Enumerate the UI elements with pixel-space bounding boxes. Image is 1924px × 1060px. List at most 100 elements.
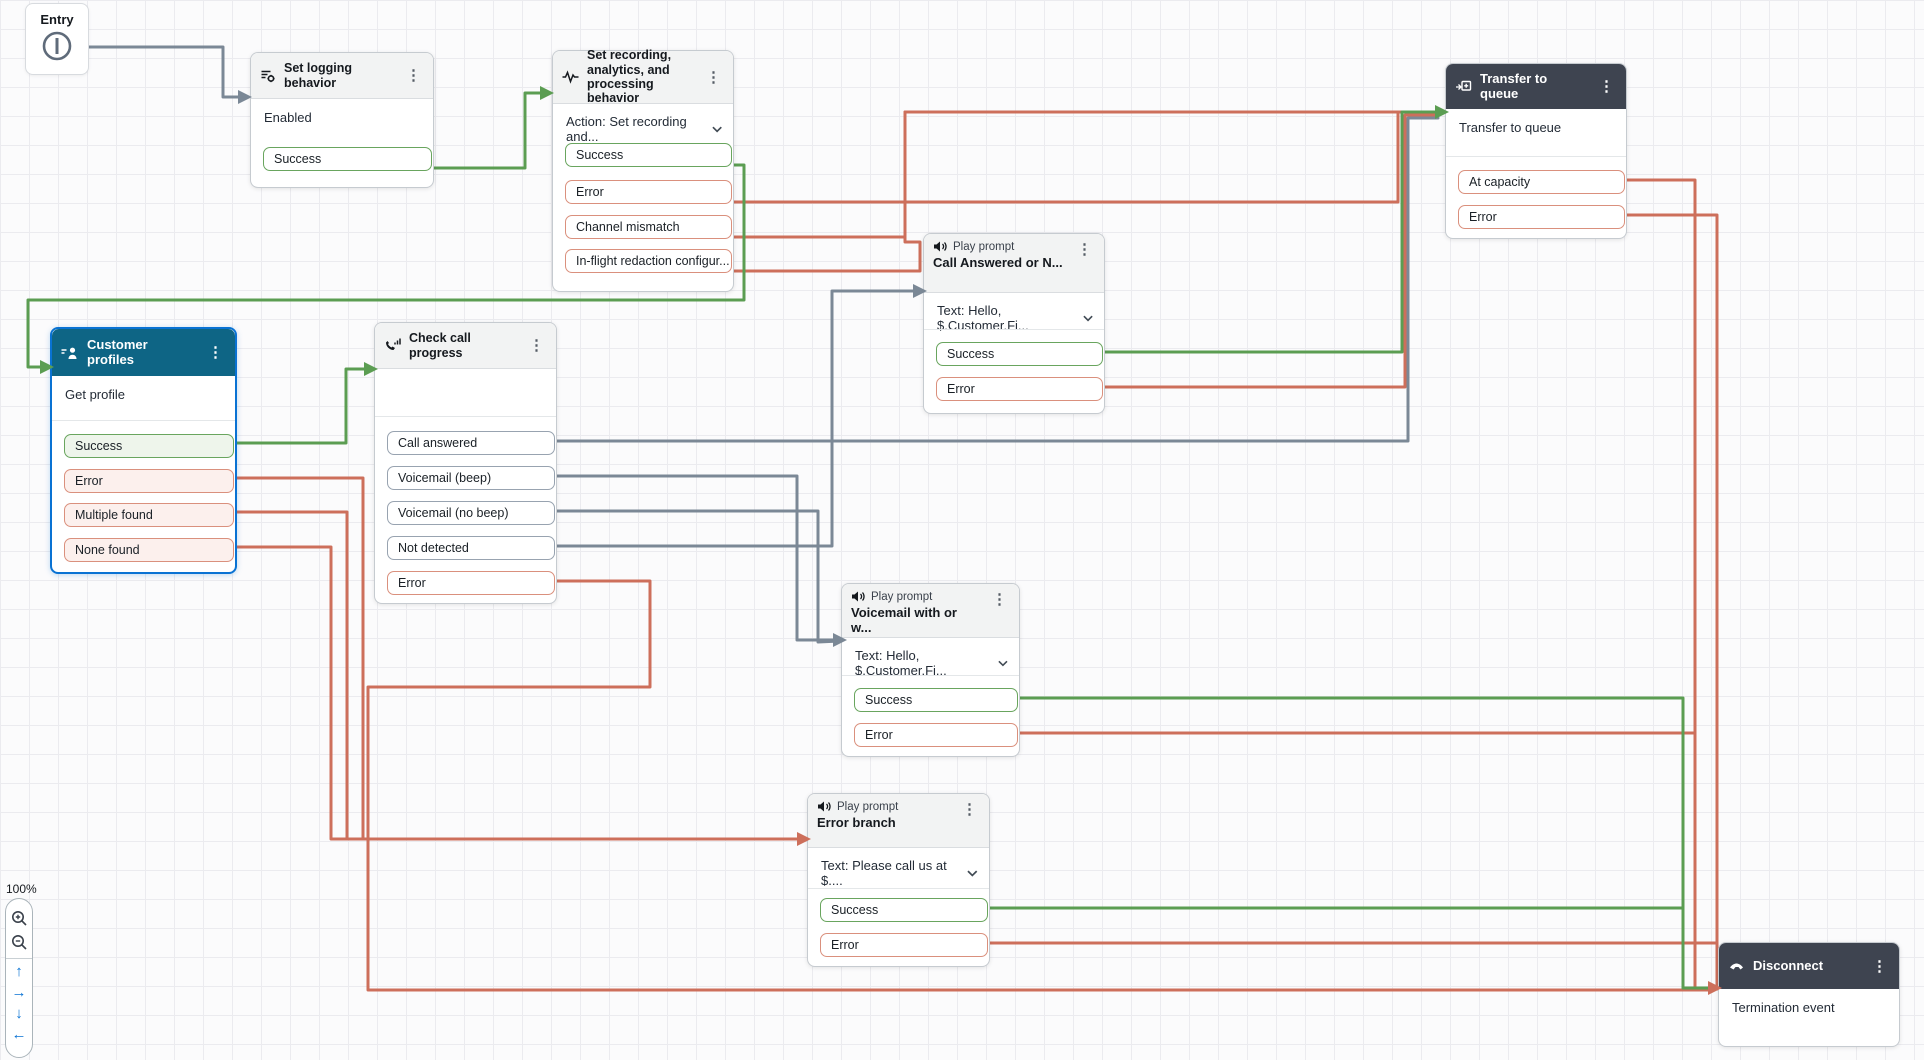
kebab-menu-icon[interactable]: ⋮ <box>406 67 421 84</box>
node-disconnect[interactable]: Disconnect ⋮ Termination event <box>1718 942 1900 1047</box>
output-channel-mismatch[interactable]: Channel mismatch <box>565 215 732 239</box>
node-header: Set logging behavior ⋮ <box>251 53 433 99</box>
kebab-menu-icon[interactable]: ⋮ <box>1872 957 1887 975</box>
node-check-call-progress[interactable]: Check call progress ⋮ Call answered Voic… <box>374 322 557 604</box>
action-summary: Action: Set recording and... <box>566 114 687 144</box>
output-error[interactable]: Error <box>936 377 1103 401</box>
wire-pp1-error <box>1101 113 1440 389</box>
divider <box>52 420 235 421</box>
output-at-capacity[interactable]: At capacity <box>1458 170 1625 194</box>
node-transfer-to-queue[interactable]: Transfer to queue ⋮ Transfer to queue At… <box>1445 63 1627 239</box>
speaker-icon <box>817 800 831 813</box>
output-voicemail-no-beep[interactable]: Voicemail (no beep) <box>387 501 555 525</box>
node-play-prompt-call-answered[interactable]: Play prompt Call Answered or N... ⋮ Text… <box>923 233 1105 414</box>
entry-title: Entry <box>40 12 74 27</box>
output-multiple-found[interactable]: Multiple found <box>64 503 234 527</box>
kebab-menu-icon[interactable]: ⋮ <box>529 337 544 354</box>
node-title: Set logging behavior <box>284 61 353 90</box>
output-success[interactable]: Success <box>820 898 988 922</box>
disconnect-phone-icon <box>1728 960 1745 972</box>
output-voicemail-beep[interactable]: Voicemail (beep) <box>387 466 555 490</box>
output-error[interactable]: Error <box>565 180 732 204</box>
output-success[interactable]: Success <box>263 147 432 171</box>
divider <box>924 329 1104 330</box>
pan-left-button[interactable]: ← <box>11 1026 27 1043</box>
wire-vm-error <box>1016 731 1714 990</box>
kebab-menu-icon[interactable]: ⋮ <box>1077 241 1092 258</box>
node-title: Customer profiles <box>87 336 148 367</box>
action-summary-row[interactable]: Action: Set recording and... <box>553 104 733 153</box>
wire-inflight-redaction <box>730 110 922 273</box>
chevron-down-icon <box>1083 315 1093 321</box>
node-title: Check call progress <box>409 331 471 360</box>
wire-cp-none-found <box>231 545 800 841</box>
prompt-text-row[interactable]: Text: Please call us at $.... <box>808 848 989 897</box>
output-inflight-redaction[interactable]: In-flight redaction configur... <box>565 249 732 273</box>
node-kind: Play prompt <box>851 590 981 603</box>
zoom-out-button[interactable] <box>8 931 30 953</box>
kebab-menu-icon[interactable]: ⋮ <box>1599 78 1614 95</box>
node-header: Disconnect ⋮ <box>1719 943 1899 989</box>
output-error[interactable]: Error <box>854 723 1018 747</box>
node-play-prompt-voicemail[interactable]: Play prompt Voicemail with or w... ⋮ Tex… <box>841 583 1020 757</box>
zoom-in-button[interactable] <box>8 907 30 929</box>
divider <box>375 416 556 417</box>
output-success[interactable]: Success <box>565 143 732 167</box>
output-call-answered[interactable]: Call answered <box>387 431 555 455</box>
zoom-level-label: 100% <box>6 882 37 896</box>
canvas-controls-panel: ↑ → ↓ ← <box>5 898 33 1058</box>
kebab-menu-icon[interactable]: ⋮ <box>992 591 1007 608</box>
node-set-recording[interactable]: Set recording, analytics, and processing… <box>552 48 734 292</box>
node-title: Set recording, analytics, and processing… <box>587 48 672 106</box>
node-set-logging-behavior[interactable]: Set logging behavior ⋮ Enabled Success <box>250 52 434 188</box>
node-customer-profiles[interactable]: Customer profiles ⋮ Get profile Success … <box>50 327 237 574</box>
node-kind: Play prompt <box>933 240 1066 253</box>
wire-setlogging-success <box>428 91 548 170</box>
pan-right-button[interactable]: → <box>11 984 27 1001</box>
prompt-text: Text: Please call us at $.... <box>821 858 947 888</box>
pan-up-button[interactable]: ↑ <box>15 963 23 980</box>
node-parameter: Get profile <box>65 387 125 402</box>
output-error[interactable]: Error <box>1458 205 1625 229</box>
wire-setrec-success <box>26 163 746 369</box>
wire-pp1-success <box>1101 110 1440 354</box>
analytics-waveform-icon <box>562 70 579 84</box>
output-not-detected[interactable]: Not detected <box>387 536 555 560</box>
pan-down-button[interactable]: ↓ <box>15 1005 23 1022</box>
node-parameter: Enabled <box>264 110 312 125</box>
logging-settings-icon <box>260 68 276 84</box>
wire-tq-at-capacity <box>1623 178 1697 990</box>
node-header: Play prompt Error branch ⋮ <box>808 794 989 848</box>
output-none-found[interactable]: None found <box>64 538 234 562</box>
output-success[interactable]: Success <box>854 688 1018 712</box>
kebab-menu-icon[interactable]: ⋮ <box>208 344 223 361</box>
node-header: Play prompt Call Answered or N... ⋮ <box>924 234 1104 293</box>
wire-voicemail-no-beep <box>553 509 842 644</box>
wire-channel-mismatch <box>730 110 1400 239</box>
node-header: Check call progress ⋮ <box>375 323 556 369</box>
prompt-text-row[interactable]: Text: Hello, $.Customer.Fi... <box>924 293 1104 342</box>
entry-node[interactable]: Entry <box>25 3 89 75</box>
node-title: Call Answered or N... <box>933 255 1063 270</box>
node-title: Transfer to queue <box>1480 70 1548 101</box>
controls-divider <box>6 958 32 959</box>
wire-eb-success <box>986 906 1710 990</box>
output-error[interactable]: Error <box>64 469 234 493</box>
chevron-down-icon <box>967 869 978 877</box>
divider <box>1446 156 1626 157</box>
node-play-prompt-error-branch[interactable]: Play prompt Error branch ⋮ Text: Please … <box>807 793 990 967</box>
wire-cp-success <box>231 367 370 445</box>
kebab-menu-icon[interactable]: ⋮ <box>706 68 721 86</box>
output-success[interactable]: Success <box>64 434 234 458</box>
node-header: Set recording, analytics, and processing… <box>553 48 733 106</box>
wire-entry <box>68 45 246 99</box>
node-header: Customer profiles ⋮ <box>52 329 235 376</box>
prompt-text-row[interactable]: Text: Hello, $.Customer.Fi... <box>842 638 1019 687</box>
customer-profiles-icon <box>61 346 79 360</box>
output-success[interactable]: Success <box>936 342 1103 366</box>
entry-start-icon <box>42 31 72 61</box>
kebab-menu-icon[interactable]: ⋮ <box>962 801 977 818</box>
output-error[interactable]: Error <box>387 571 555 595</box>
output-error[interactable]: Error <box>820 933 988 957</box>
